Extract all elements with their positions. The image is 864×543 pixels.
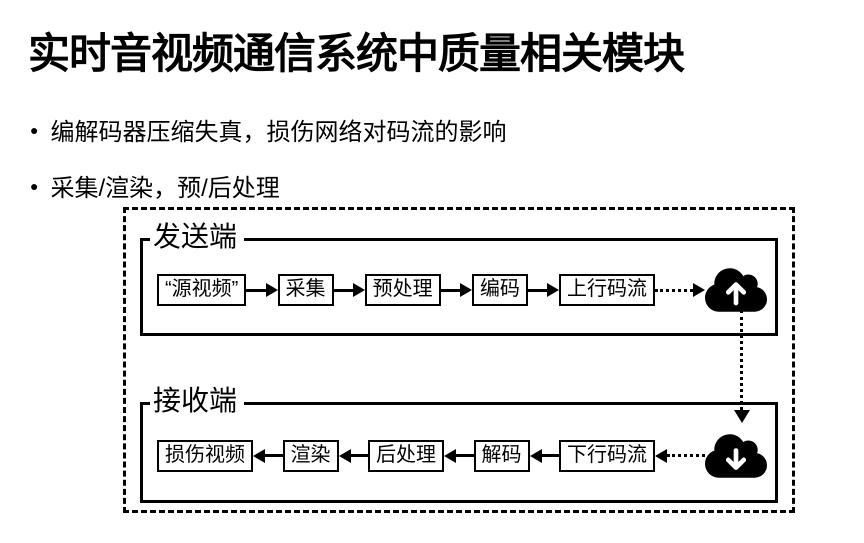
arrow-right-connector	[333, 283, 365, 297]
arrow-right-connector	[440, 283, 472, 297]
arrowhead-left-icon	[444, 448, 456, 463]
arrowhead-down-icon	[734, 410, 750, 423]
arrowhead-right-icon	[459, 283, 472, 297]
bullet-item: ● 编解码器压缩失真，损伤网络对码流的影响	[30, 112, 506, 147]
arrowhead-right-icon	[547, 283, 560, 297]
arrowhead-left-icon	[338, 448, 351, 463]
flow-node-source-video: “源视频”	[157, 274, 247, 306]
diagram-dashed-frame: 发送端 “源视频” 采集 预处理 编码 上行码流 接	[123, 207, 795, 513]
cloud-upload-icon	[705, 265, 768, 315]
flow-node-preprocess: 预处理	[364, 274, 441, 306]
sender-panel: 发送端 “源视频” 采集 预处理 编码 上行码流	[140, 222, 778, 336]
arrow-right-connector	[527, 283, 560, 297]
bullet-item: ● 采集/渲染，预/后处理	[30, 168, 506, 203]
flow-node-impaired-video: 损伤视频	[157, 439, 253, 472]
flow-node-decode: 解码	[473, 439, 530, 472]
bullet-marker-icon: ●	[30, 121, 39, 138]
arrowhead-left-icon	[529, 448, 542, 463]
receiver-flow-row: 损伤视频 渲染 后处理 解码 下行码流	[143, 405, 775, 500]
arrow-left-connector	[338, 448, 368, 463]
arrowhead-left-icon	[253, 448, 265, 463]
page-title: 实时音视频通信系统中质量相关模块	[28, 30, 685, 77]
flow-node-encode: 编码	[471, 274, 528, 306]
flow-node-postprocess: 后处理	[368, 439, 444, 472]
bullet-marker-icon: ●	[30, 177, 39, 194]
cloud-download-icon	[705, 431, 767, 481]
sender-panel-label: 发送端	[150, 222, 245, 251]
arrow-left-connector	[529, 448, 559, 463]
cloud-link-dotted-line	[740, 310, 743, 410]
arrow-left-connector	[253, 448, 283, 463]
dotted-arrow-connector	[655, 283, 706, 297]
flow-node-uplink-stream: 上行码流	[559, 274, 656, 306]
arrowhead-right-icon	[693, 283, 706, 297]
arrow-right-connector	[246, 283, 278, 297]
receiver-panel: 接收端 损伤视频 渲染 后处理 解码 下行码流	[140, 386, 778, 503]
flow-node-capture: 采集	[277, 274, 334, 306]
flow-node-render: 渲染	[282, 439, 339, 472]
flow-node-downlink-stream: 下行码流	[559, 439, 655, 472]
receiver-panel-label: 接收端	[150, 386, 245, 415]
arrowhead-right-icon	[265, 283, 278, 297]
bullet-text: 采集/渲染，预/后处理	[50, 175, 280, 202]
dotted-arrow-connector	[655, 448, 705, 463]
sender-flow-row: “源视频” 采集 预处理 编码 上行码流	[143, 241, 775, 333]
bullet-list: ● 编解码器压缩失真，损伤网络对码流的影响 ● 采集/渲染，预/后处理	[30, 112, 506, 224]
arrowhead-left-icon	[655, 448, 667, 463]
arrowhead-right-icon	[352, 283, 365, 297]
arrow-left-connector	[444, 448, 474, 463]
bullet-text: 编解码器压缩失真，损伤网络对码流的影响	[50, 119, 507, 146]
